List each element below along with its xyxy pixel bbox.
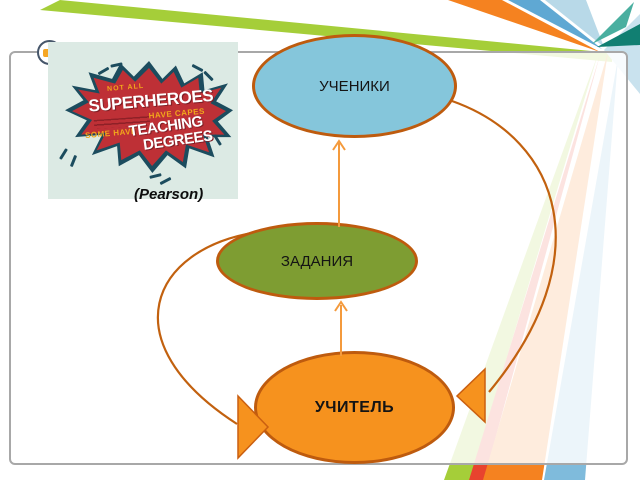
node-teacher: УЧИТЕЛЬ — [254, 351, 455, 464]
cycle-arc-left — [156, 230, 259, 425]
poster-credit: (Pearson) — [134, 186, 204, 203]
arrow-tasks-to-students — [332, 139, 346, 227]
cycle-arc-right — [451, 99, 557, 393]
stripe-blue-top — [508, 0, 602, 49]
node-students-label: УЧЕНИКИ — [319, 77, 390, 95]
node-tasks: ЗАДАНИЯ — [216, 222, 418, 300]
node-teacher-label: УЧИТЕЛЬ — [314, 398, 395, 416]
arrowhead-left-icon — [237, 394, 270, 460]
node-students: УЧЕНИКИ — [252, 34, 457, 138]
node-tasks-label: ЗАДАНИЯ — [280, 252, 354, 270]
stripe-lime-band — [40, 0, 612, 62]
stripe-orange-top — [448, 0, 600, 52]
corner-logo-dot-icon — [43, 49, 51, 57]
stripe-paleblue-top — [545, 0, 604, 47]
teal-dart-dark — [597, 24, 640, 47]
arrowhead-right-icon — [455, 367, 486, 424]
superheroes-poster-image: NOT ALL SUPERHEROES HAVE CAPES SOME HAVE… — [48, 42, 238, 199]
teal-dart-light — [592, 2, 634, 44]
arrow-teacher-to-tasks — [334, 300, 348, 356]
